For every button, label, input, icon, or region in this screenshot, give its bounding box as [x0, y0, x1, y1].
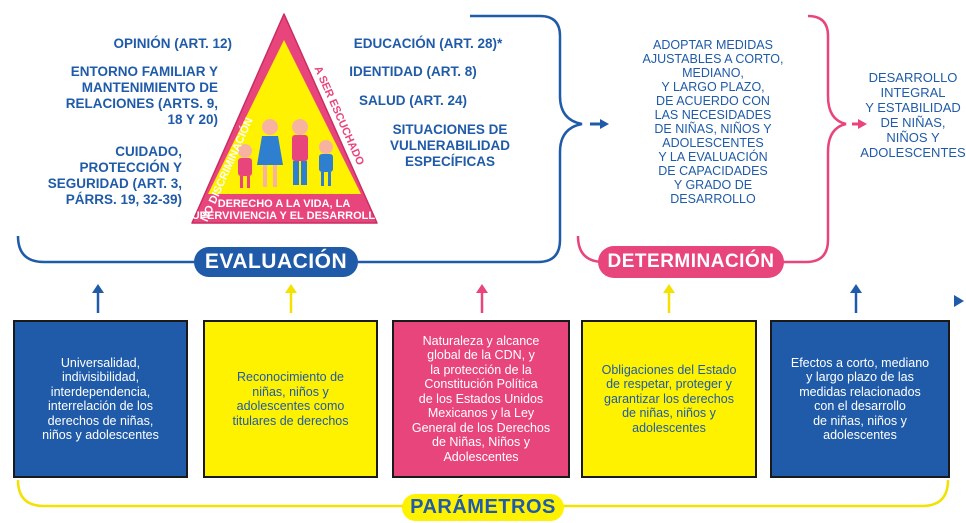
parameter-nature-scope: Naturaleza y alcance global de la CDN, y…: [392, 320, 570, 478]
children-family-icon: [238, 119, 333, 188]
result-text: DESARROLLO INTEGRAL Y ESTABILIDAD DE NIÑ…: [860, 70, 966, 160]
parameter-state-obligations: Obligaciones del Estado de respetar, pro…: [581, 320, 757, 478]
parameter-recognition: Reconocimiento de niñas, niños y adolesc…: [203, 320, 378, 478]
right-identity: IDENTIDAD (ART. 8): [349, 64, 477, 79]
parameter-universality: Universalidad, indivisibilidad, interdep…: [13, 320, 188, 478]
arrow-right-icon: [954, 295, 964, 307]
right-family-environment: ENTORNO FAMILIAR Y MANTENIMIENTO DE RELA…: [65, 64, 218, 127]
right-opinion: OPINIÓN (ART. 12): [113, 36, 232, 51]
parameter-effects: Efectos a corto, mediano y largo plazo d…: [770, 320, 950, 478]
evaluacion-label: EVALUACIÓN: [194, 247, 358, 277]
arrow-up-icon: [92, 284, 104, 313]
determinacion-label: DETERMINACIÓN: [598, 246, 784, 278]
triangle-base-line2: SUPERVIVIENCIA Y EL DESARROLLO: [184, 210, 384, 222]
right-vulnerability: SITUACIONES DE VULNERABILIDAD ESPECÍFICA…: [390, 122, 510, 169]
parametros-label: PARÁMETROS: [402, 494, 564, 521]
arrow-up-icon: [663, 284, 675, 313]
right-education: EDUCACIÓN (ART. 28)*: [353, 36, 503, 51]
evaluacion-bracket: [16, 14, 583, 264]
arrow-up-icon: [850, 284, 862, 313]
right-care-protection: CUIDADO, PROTECCIÓN Y SEGURIDAD (ART. 3,…: [47, 144, 182, 207]
arrow-right-icon: [600, 119, 609, 129]
right-health: SALUD (ART. 24): [358, 93, 467, 108]
arrow-up-icon: [285, 284, 297, 313]
arrow-right-icon: [858, 119, 867, 129]
measures-text: ADOPTAR MEDIDAS AJUSTABLES A CORTO, MEDI…: [642, 38, 784, 206]
triangle-base-line1: DERECHO A LA VIDA, LA: [218, 198, 351, 210]
arrow-up-icon: [476, 284, 488, 313]
